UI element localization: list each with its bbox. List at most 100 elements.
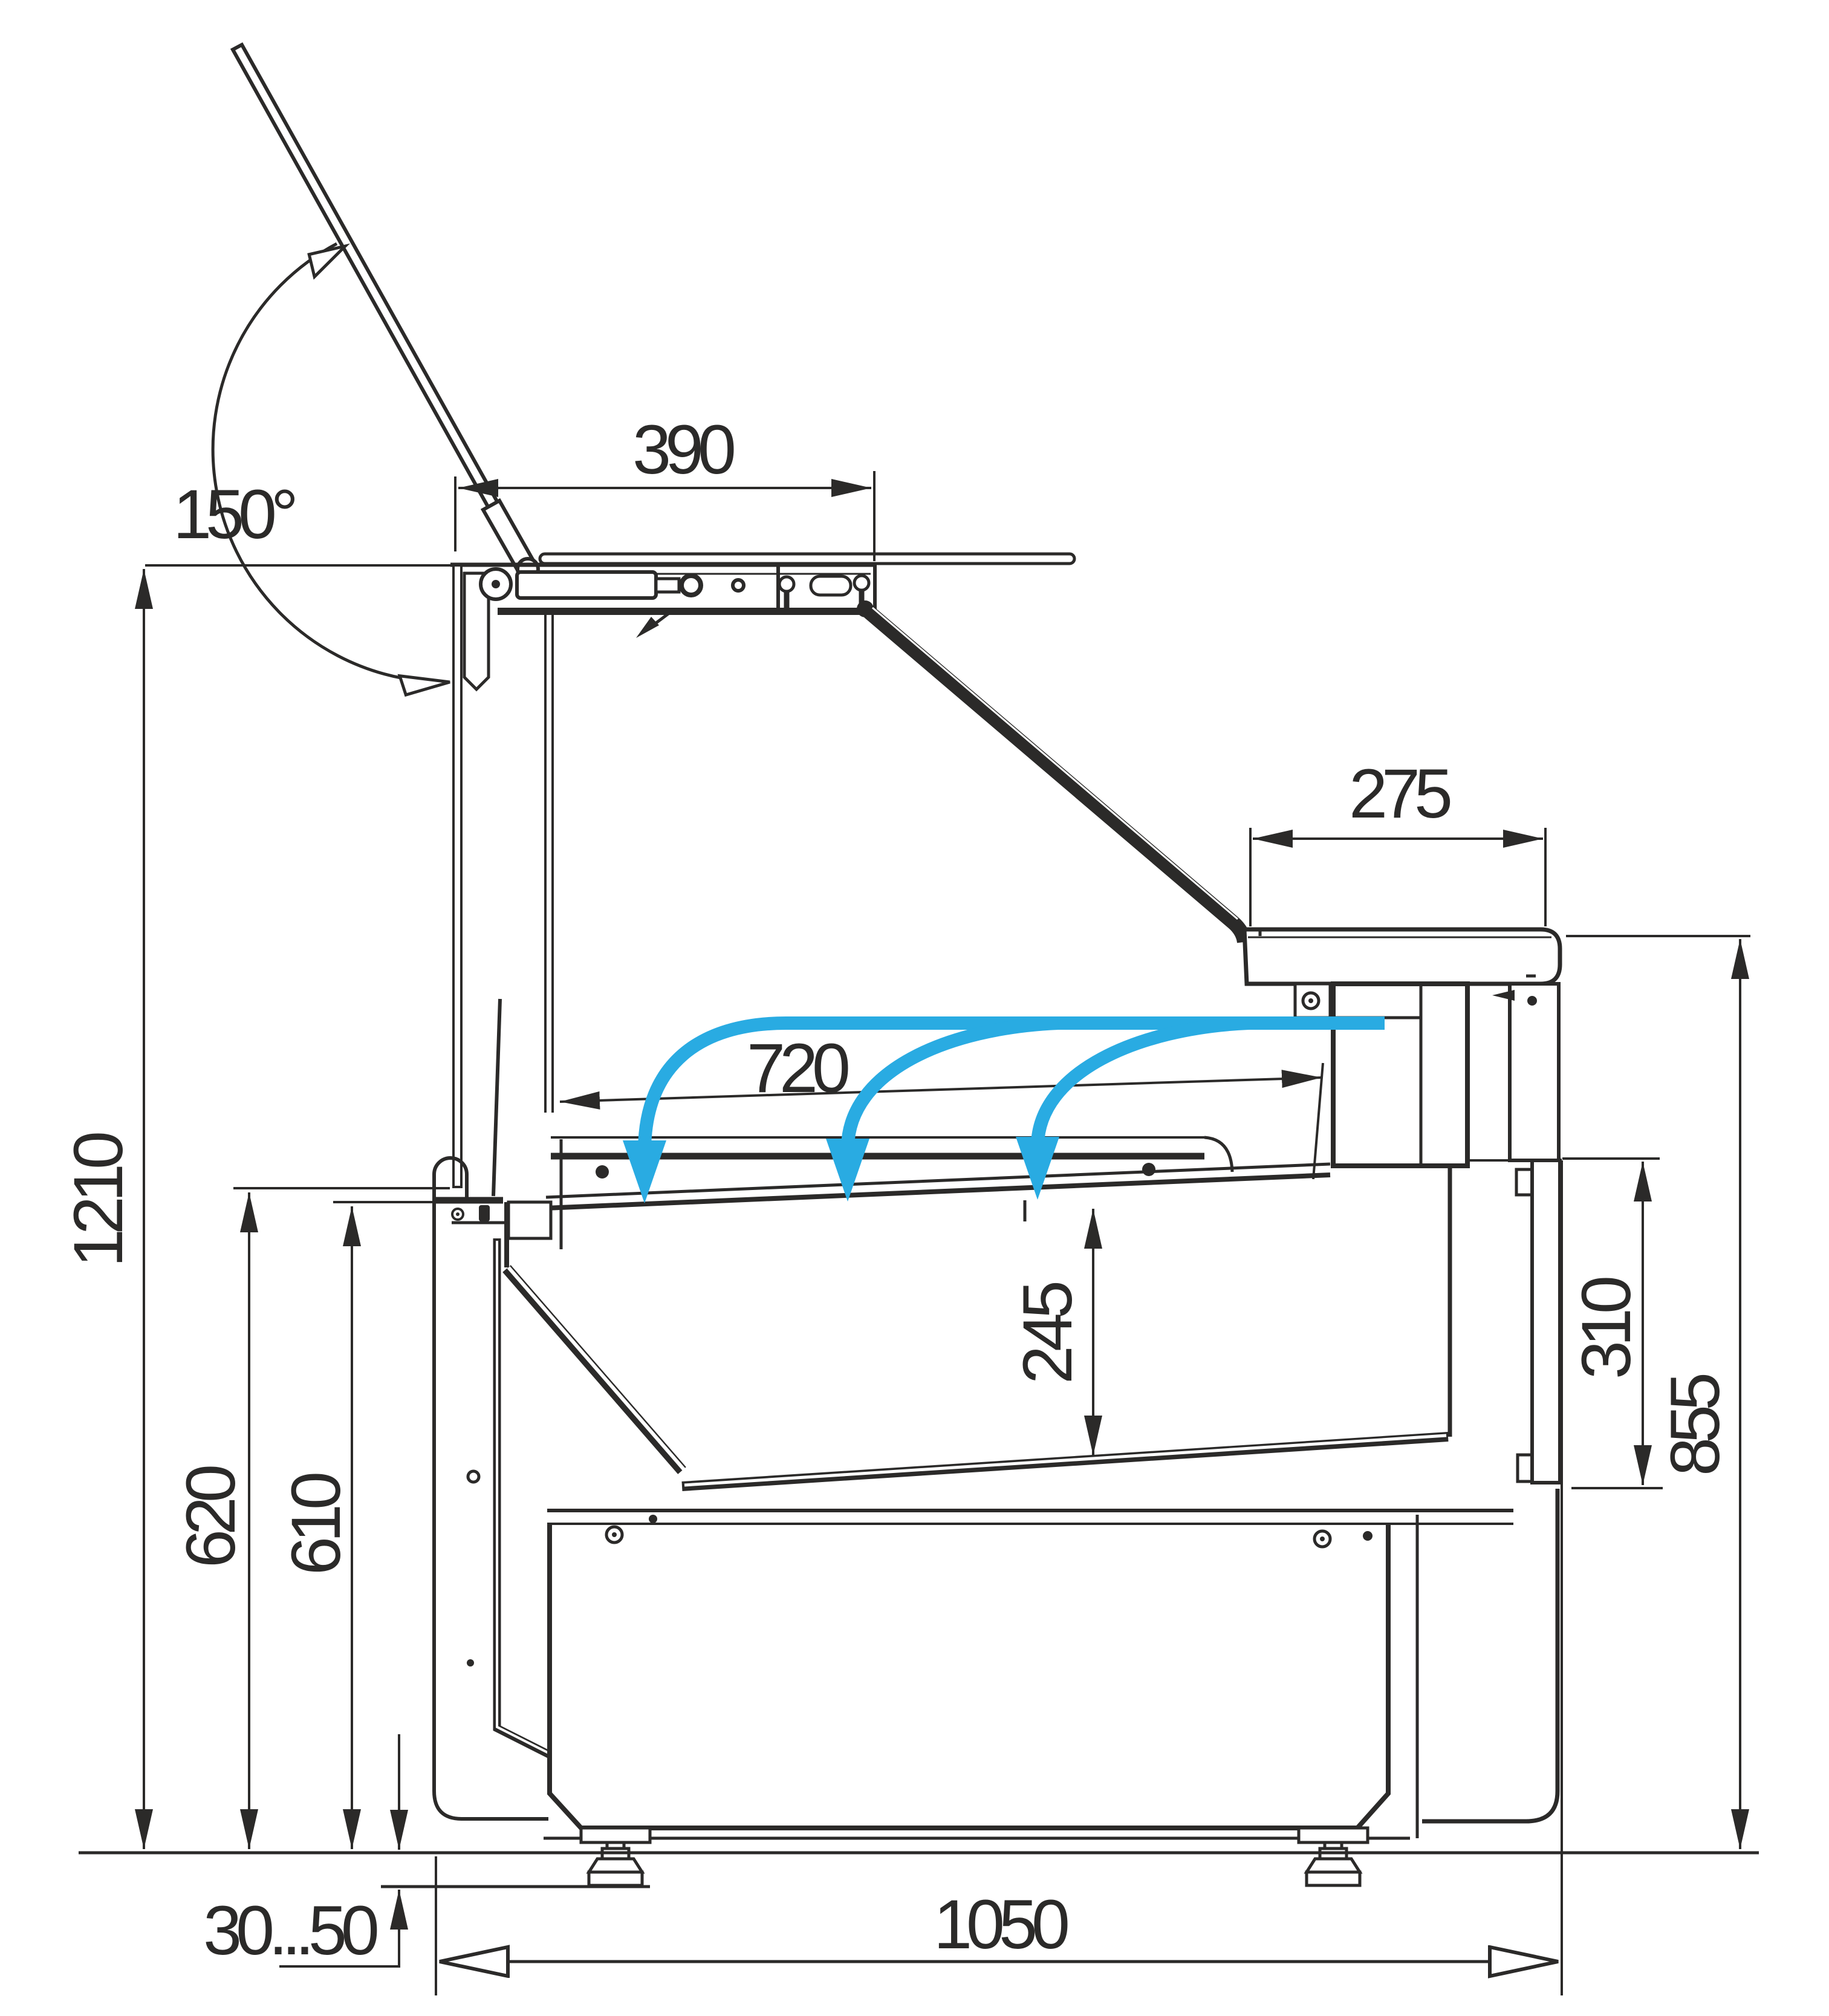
front-left-skin — [432, 1156, 686, 1821]
front-glass — [864, 606, 1252, 943]
worktop — [1242, 927, 1562, 986]
drawing-rect — [1530, 1159, 1562, 1484]
airflow — [623, 1016, 1385, 1203]
airflow-duct-line — [638, 1016, 1385, 1149]
drawing-rect — [1305, 1870, 1362, 1887]
drawing-path — [547, 1525, 1391, 1830]
air-duct-baffle — [492, 998, 502, 1197]
dimensions — [79, 242, 1759, 1995]
label-1050: 1050 — [934, 1886, 1068, 1963]
base-plinth — [544, 1509, 1513, 1840]
gas-strut-rod — [654, 577, 681, 594]
closed-lid — [538, 552, 1076, 565]
rear-column — [1508, 982, 1561, 1162]
dim-rear-310 — [1562, 1157, 1663, 1489]
angle-arrow-icon-top — [307, 243, 350, 280]
drawing-dot — [492, 580, 500, 588]
rear-skin — [1415, 1489, 1560, 1838]
drawing-dot — [1363, 1531, 1373, 1541]
label-30-50: 30...50 — [203, 1892, 377, 1969]
label-720: 720 — [747, 1030, 848, 1107]
drawing-rect — [1297, 1826, 1369, 1844]
drawing-path — [1516, 1453, 1532, 1483]
drawing-dot — [456, 1212, 460, 1216]
drawing-dot — [1142, 1163, 1155, 1176]
drawing-dot — [1527, 996, 1537, 1006]
canopy-hole — [731, 578, 746, 593]
drawing-rect — [579, 1826, 652, 1844]
drawing-path — [432, 1156, 548, 1821]
deck-surface — [545, 1162, 1331, 1199]
glass-pivot-screw — [853, 574, 871, 592]
machine-compartment — [1293, 981, 1561, 1168]
gas-strut-eyelet — [679, 573, 703, 597]
dim-worktop-height-855 — [1566, 935, 1750, 1849]
dimension-labels: 150° 390 275 720 245 310 855 1210 620 61… — [60, 411, 1734, 1969]
drawing-dot — [1320, 1536, 1325, 1541]
drawing-line — [545, 1172, 1331, 1211]
label-1210: 1210 — [60, 1133, 137, 1267]
dim-display-720 — [559, 1062, 1324, 1180]
label-245: 245 — [1009, 1283, 1087, 1384]
drawing-rect — [587, 1870, 644, 1887]
drawing-dot — [649, 1515, 657, 1523]
drawing-dot — [612, 1532, 617, 1537]
drawing-dot — [467, 1659, 474, 1666]
dim-lid-390 — [454, 471, 876, 561]
airflow-arrow-icon-1 — [623, 1140, 666, 1203]
dim-feet-30-50 — [279, 1734, 408, 1968]
dim-front-620 — [233, 1187, 450, 1849]
airflow-arrow-icon-2 — [826, 1139, 869, 1201]
drawing-path — [684, 1434, 1447, 1487]
canopy-screw — [778, 575, 796, 593]
dim-deck-610 — [333, 1201, 447, 1849]
counter-structure — [145, 42, 1562, 1887]
deck-front-rail — [507, 1200, 553, 1240]
drawing-rect — [452, 564, 463, 1188]
drawing-shape — [1492, 990, 1515, 1001]
canopy — [450, 562, 877, 692]
drawing-path — [507, 1266, 686, 1471]
adjustable-foot-right — [1297, 1826, 1369, 1887]
label-angle: 150° — [173, 476, 295, 553]
angle-arrow-icon-bottom — [397, 674, 450, 697]
label-620: 620 — [172, 1466, 250, 1568]
back-wall — [452, 564, 554, 1197]
gas-strut-cylinder — [515, 570, 658, 600]
drawing-path — [496, 1241, 559, 1759]
well-bottom — [681, 1167, 1452, 1491]
dim-worktop-275 — [1249, 828, 1547, 926]
drawing-path — [872, 606, 1238, 920]
label-310: 310 — [1568, 1278, 1645, 1379]
rear-lower-panel — [1515, 1159, 1562, 1484]
display-deck — [545, 1136, 1331, 1249]
drawing-line — [559, 1070, 1322, 1110]
label-855: 855 — [1657, 1374, 1734, 1476]
drawing-rect — [479, 1205, 490, 1221]
front-diagonal-brace — [502, 1265, 686, 1474]
drawing-line — [1312, 1062, 1324, 1180]
canopy-leader-arrow-icon — [636, 617, 659, 638]
airflow-curve-3 — [1031, 1016, 1249, 1146]
drawing-shape — [1304, 1857, 1363, 1874]
label-275: 275 — [1349, 755, 1451, 833]
adjustable-foot-left — [579, 1826, 652, 1887]
drawing-path — [1422, 1489, 1560, 1824]
label-610: 610 — [278, 1474, 355, 1575]
drawing-path — [1204, 1136, 1234, 1172]
airflow-arrow-icon-3 — [1016, 1137, 1059, 1200]
dim-base-1050 — [435, 1160, 1563, 1995]
angle-arc — [211, 242, 404, 680]
drawing-path — [1515, 1168, 1532, 1197]
drawing-path — [864, 606, 1252, 943]
machine-box — [1331, 981, 1470, 1168]
drawing-dot — [466, 1469, 481, 1484]
dim-angle-150 — [211, 242, 450, 697]
label-390: 390 — [632, 411, 734, 489]
drawing-dot — [1308, 998, 1313, 1003]
drawing-shape — [586, 1857, 645, 1874]
canopy-slot — [809, 574, 853, 597]
drawing-dot — [596, 1165, 609, 1179]
